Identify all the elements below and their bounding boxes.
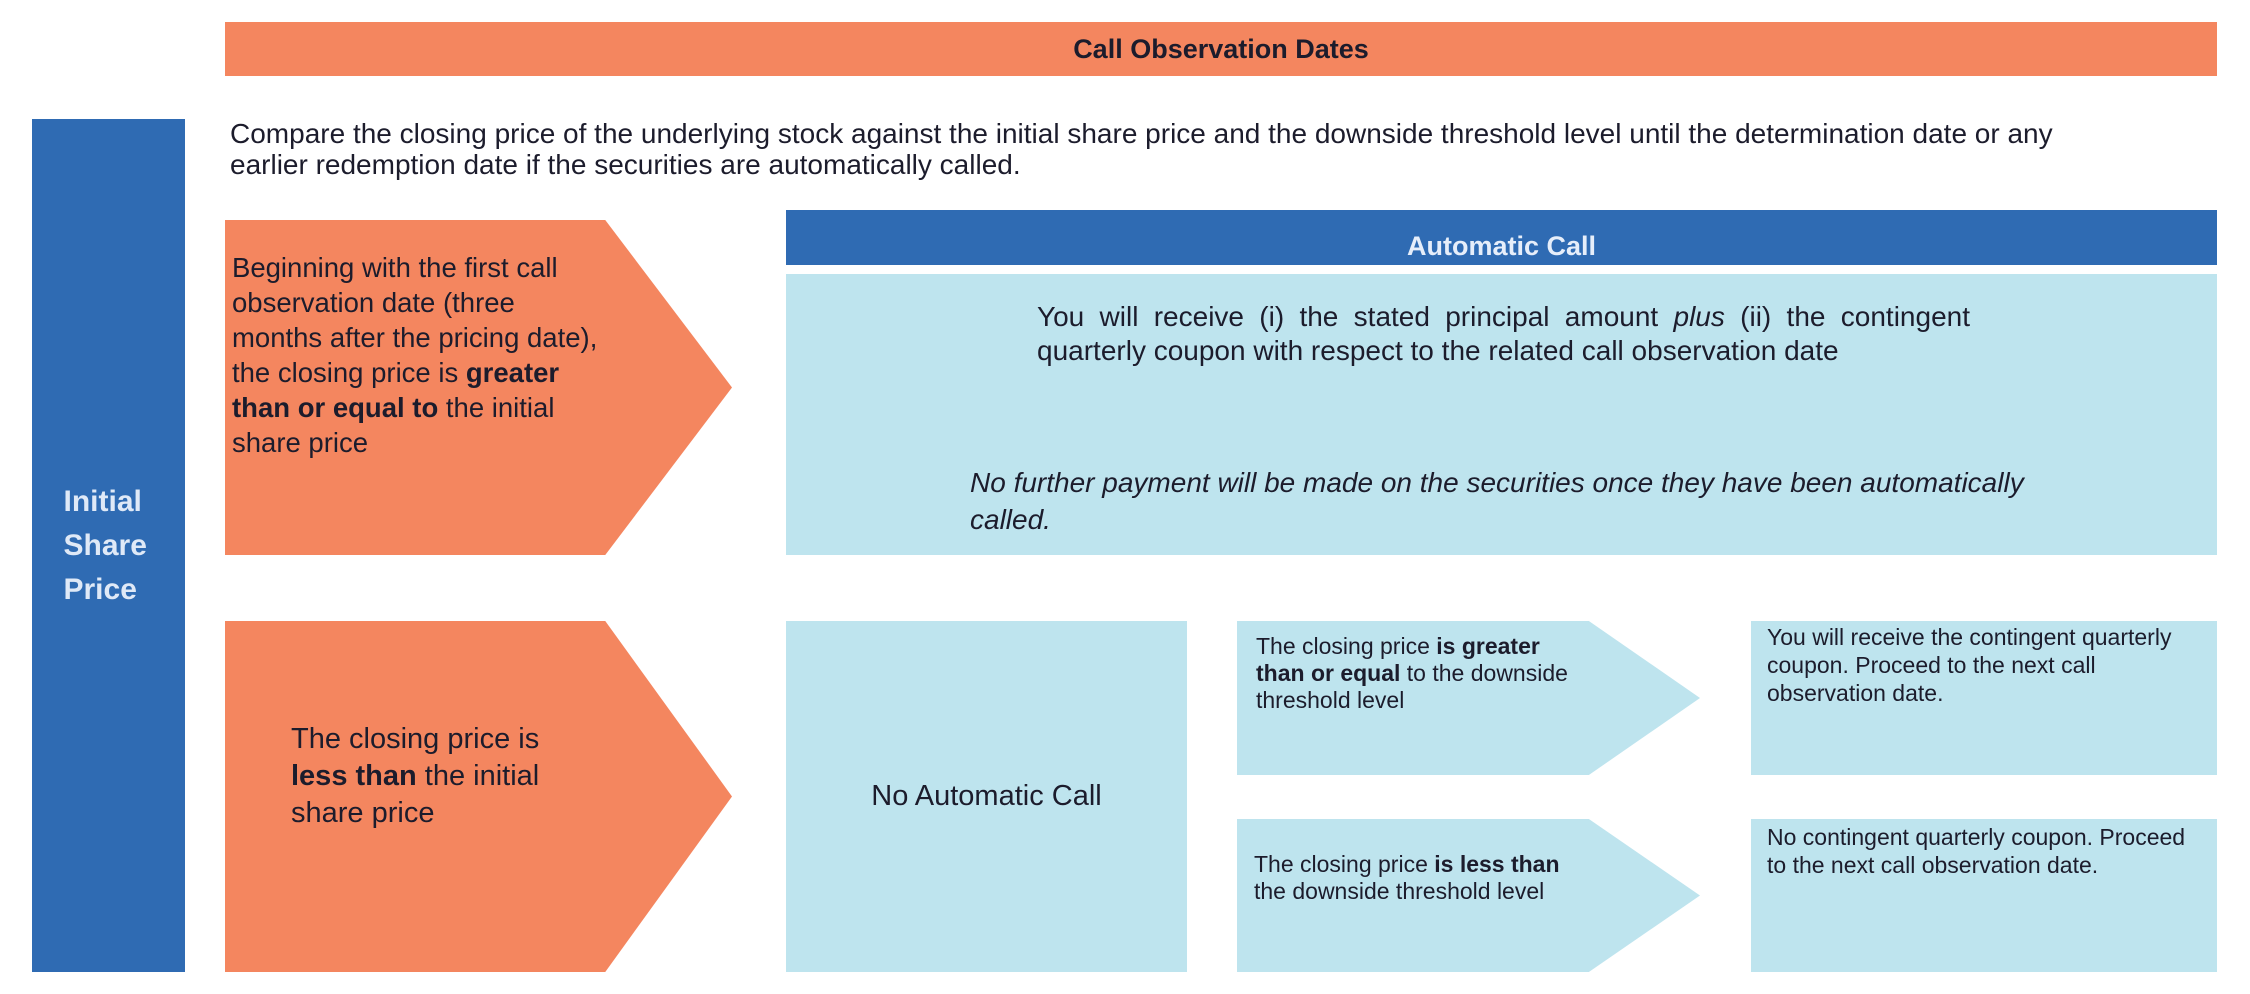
automatic-call-note: No further payment will be made on the s… (970, 467, 2024, 535)
automatic-call-header: Automatic Call (786, 210, 2217, 265)
text: the initial share price (232, 392, 555, 458)
condition-above-initial-arrow: Beginning with the first call observatio… (225, 220, 732, 555)
threshold-above-arrow: The closing price is greater than or equ… (1237, 621, 1700, 775)
result-text: You will receive the contingent quarterl… (1767, 624, 2172, 706)
result-coupon-paid: You will receive the contingent quarterl… (1751, 621, 2217, 775)
automatic-call-payout: You will receive (i) the stated principa… (1037, 300, 1970, 368)
text: (ii) the contingent quarterly coupon wit… (1037, 301, 1970, 366)
text: the downside threshold level (1254, 878, 1545, 904)
call-observation-dates-header: Call Observation Dates (225, 22, 2217, 76)
initial-share-price-bar: Initial Share Price (32, 119, 185, 972)
header-title: Call Observation Dates (1073, 33, 1369, 64)
text: to the downside threshold level (1256, 660, 1568, 713)
text: Beginning with the first call observatio… (232, 252, 598, 388)
result-no-coupon: No contingent quarterly coupon. Proceed … (1751, 819, 2217, 972)
italic-text: plus (1673, 301, 1725, 332)
bold-text: is less than (1434, 851, 1560, 877)
threshold-below-arrow: The closing price is less than the downs… (1237, 819, 1700, 972)
text: The closing price (1254, 851, 1435, 877)
bold-text: less than (291, 760, 417, 792)
text: the initial share price (291, 760, 540, 829)
side-label: Initial Share Price (63, 484, 147, 606)
description-text: Compare the closing price of the underly… (230, 118, 2053, 180)
bold-text: greater than or equal to (232, 357, 560, 423)
result-text: No contingent quarterly coupon. Proceed … (1767, 824, 2186, 878)
text: The closing price is (291, 723, 540, 755)
no-automatic-call-label: No Automatic Call (871, 780, 1102, 812)
no-automatic-call-box: No Automatic Call (786, 621, 1187, 972)
automatic-call-box: You will receive (i) the stated principa… (786, 274, 2217, 555)
bold-text: is greater than or equal (1256, 633, 1540, 686)
automatic-call-title: Automatic Call (1406, 231, 1597, 261)
text: The closing price (1256, 633, 1437, 659)
text: You will receive (i) the stated principa… (1037, 301, 1674, 332)
condition-below-initial-arrow: The closing price is less than the initi… (225, 621, 732, 972)
